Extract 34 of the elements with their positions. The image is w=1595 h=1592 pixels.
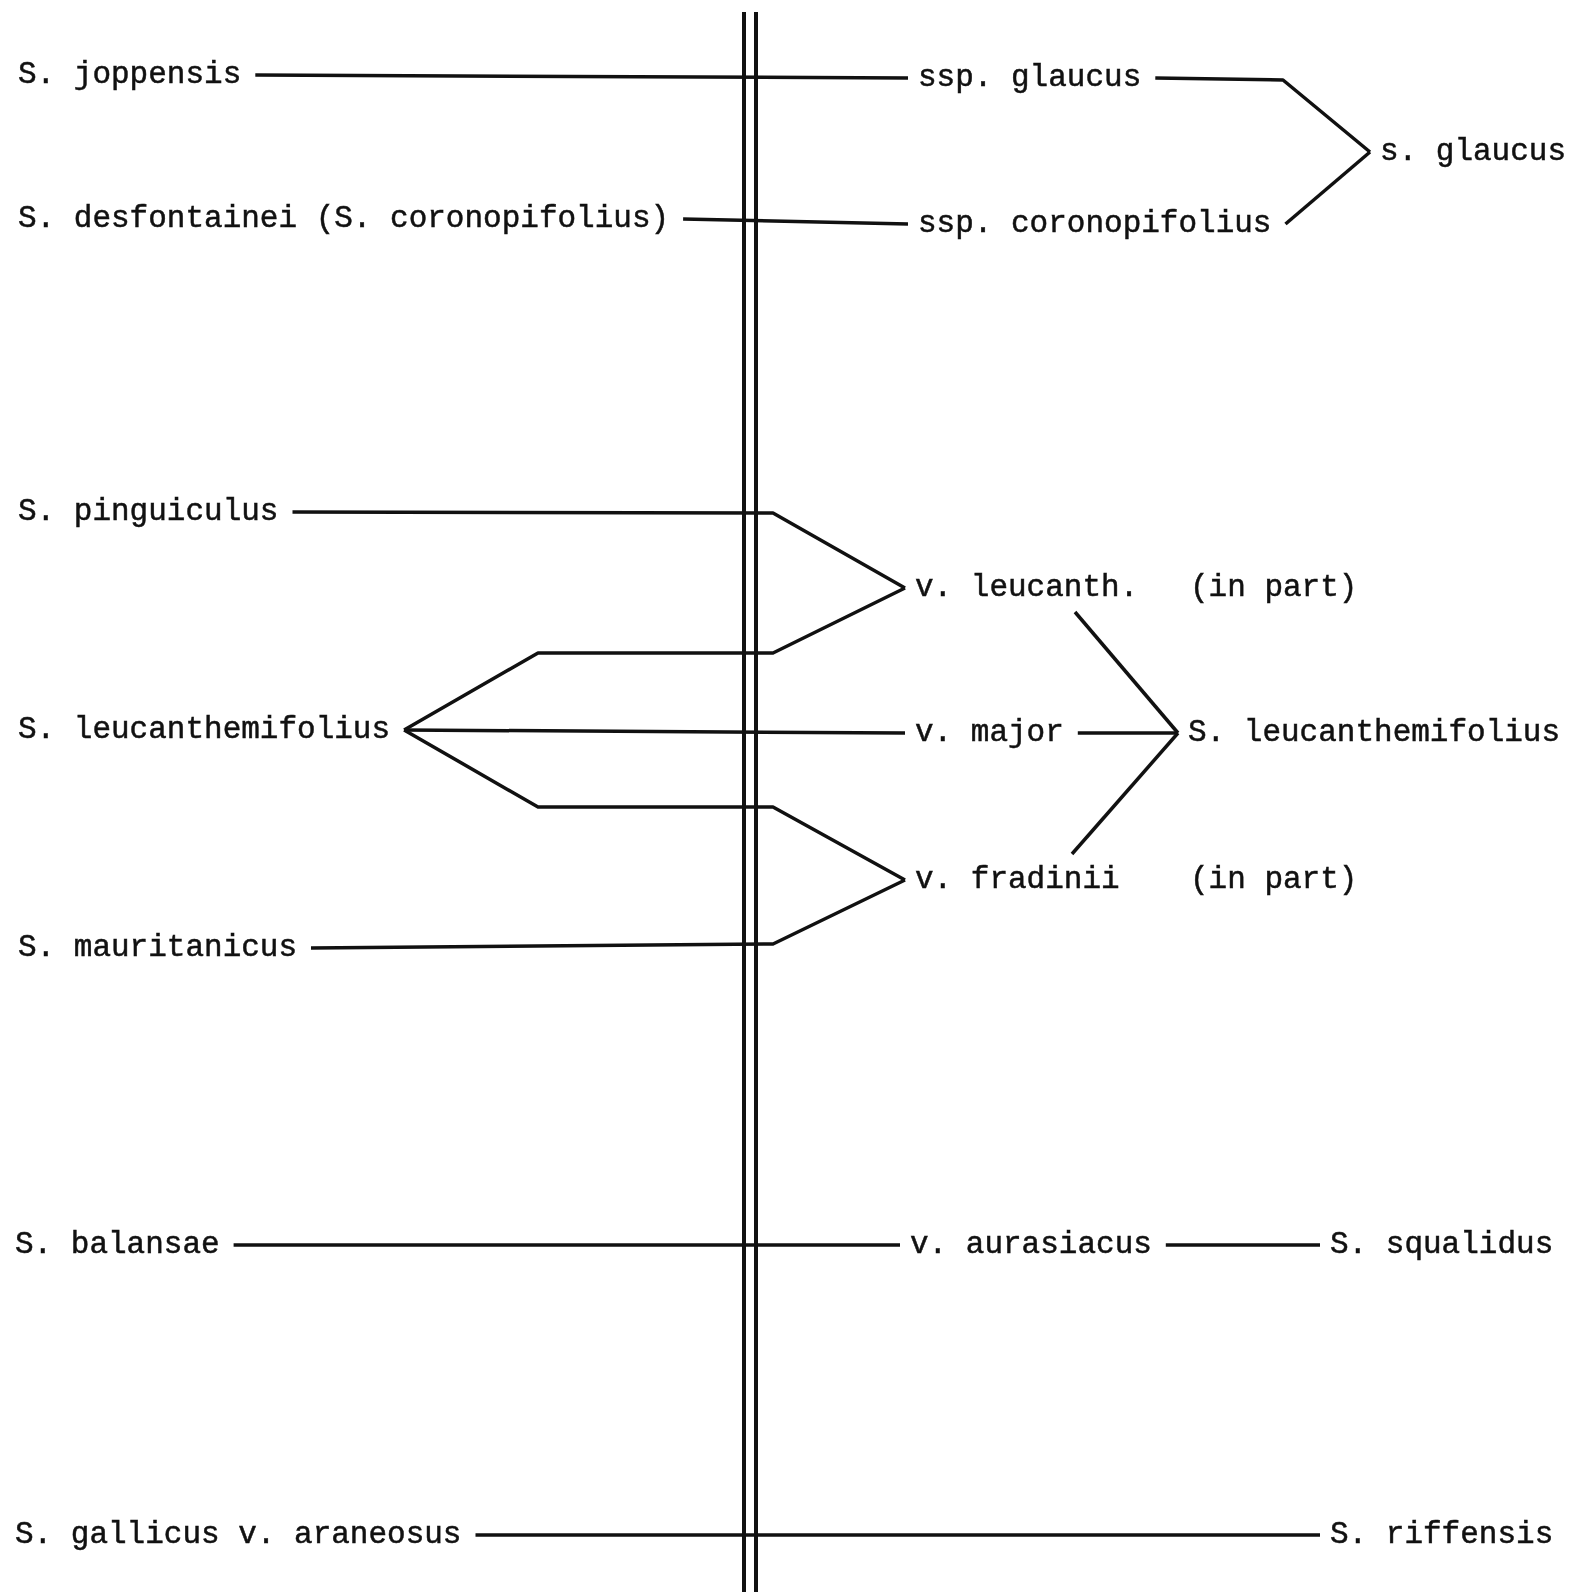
taxon-label: S. desfontainei (S. coronopifolius) [18,201,670,237]
taxon-label: S. pinguiculus [18,494,279,530]
connector-line [1165,1243,1320,1247]
taxon-label: S. riffensis [1330,1517,1554,1553]
connector-line [311,878,906,950]
connector-line [475,1533,1320,1537]
connector-line [1077,731,1178,735]
taxon-label: v. fradinii [915,862,1120,898]
connector-line [404,728,905,735]
taxon-label: v. leucanth. [915,570,1139,606]
taxon-label: S. joppensis [18,57,242,93]
note-text: (in part) [1190,570,1358,606]
connector-line [683,217,909,226]
taxon-label: S. squalidus [1330,1227,1554,1263]
taxon-label: S. mauritanicus [18,930,298,966]
connector-line [255,73,908,80]
connector-line [292,510,906,590]
taxon-label: v. major [915,715,1064,751]
taxon-label: S. balansae [15,1227,220,1263]
connector-line [403,586,906,732]
connector-line [1155,76,1372,154]
taxon-label: ssp. glaucus [918,60,1142,96]
taxon-label: S. gallicus v. araneosus [15,1517,462,1553]
taxon-label: ssp. coronopifolius [918,206,1272,242]
taxon-label: s. glaucus [1380,134,1567,170]
connector-line [403,728,906,882]
connector-line [1070,731,1180,856]
connector-line [1284,150,1372,226]
taxon-label: S. leucanthemifolius [18,712,391,748]
taxon-label: S. leucanthemifolius [1188,715,1561,751]
connector-line [233,1243,900,1247]
note-text: (in part) [1190,862,1358,898]
connector-line [1073,610,1180,735]
taxon-label: v. aurasiacus [910,1227,1152,1263]
